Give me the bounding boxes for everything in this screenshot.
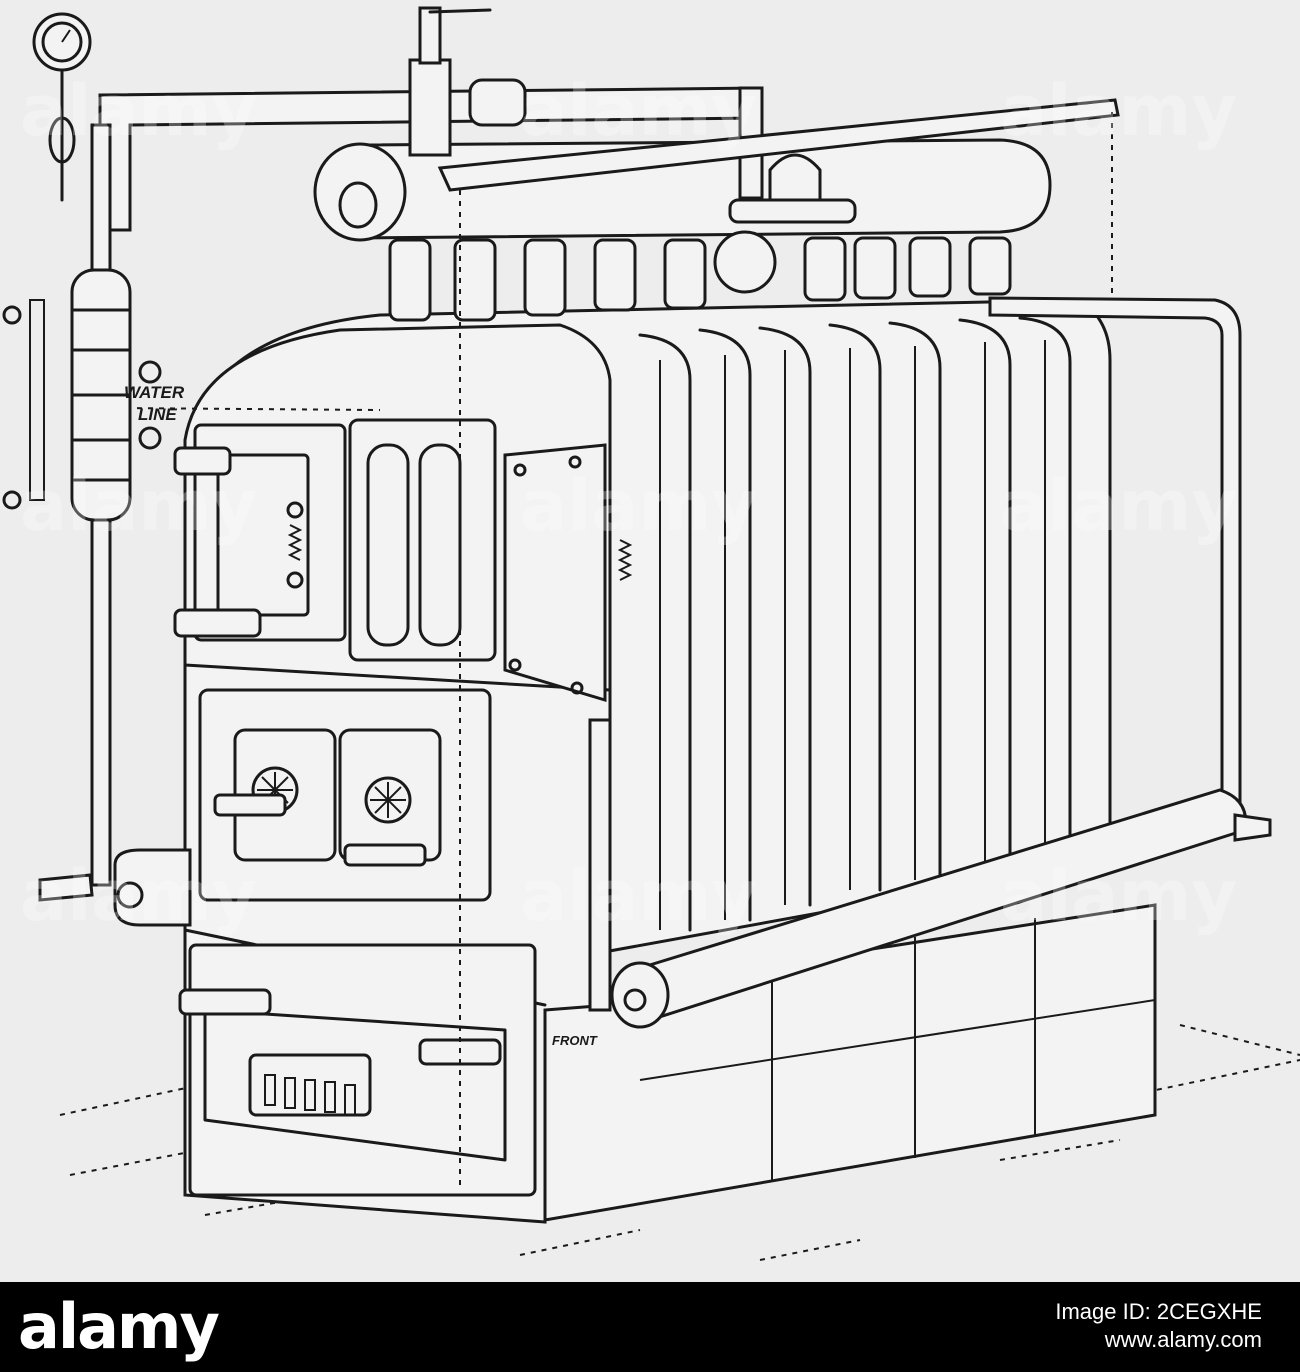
water-label: WATER [124,383,185,402]
watermark-text: alamy [520,855,757,937]
return-piping [588,296,1272,1029]
watermark-text: alamy [520,465,757,547]
boiler-front [173,323,633,1224]
boiler-illustration: WATER LINE FRONT alamy alamy alamy alamy… [2,6,1300,1261]
watermark-text: alamy [1000,855,1237,937]
line-label: LINE [138,405,177,424]
footer-bar: alamy Image ID: 2CEGXHE www.alamy.com [0,1282,1300,1372]
footer-meta: Image ID: 2CEGXHE www.alamy.com [1055,1298,1262,1354]
boiler-drawing: WATER LINE FRONT alamy alamy alamy alamy… [2,6,1300,1261]
watermark-text: alamy [1000,70,1237,152]
header-nipples [388,236,1012,322]
watermark-text: alamy [20,465,257,547]
watermark-text: alamy [20,855,257,937]
drawing-labels: WATER LINE FRONT [124,383,598,1048]
front-label: FRONT [552,1033,598,1048]
damper-chains [114,112,1113,1190]
water-column [2,12,192,927]
watermark-text: alamy [20,70,257,152]
watermark-text: alamy [1000,465,1237,547]
watermark-pattern: alamy alamy alamy alamy alamy alamy alam… [20,70,1237,937]
watermark-text: alamy [520,70,757,152]
site-link[interactable]: www.alamy.com [1104,1327,1262,1352]
steam-header [313,138,1052,322]
steam-piping [98,6,1120,232]
alamy-logo[interactable]: alamy [18,1290,220,1363]
image-id-text: Image ID: 2CEGXHE [1055,1299,1262,1324]
floor-lines [59,1024,1300,1261]
